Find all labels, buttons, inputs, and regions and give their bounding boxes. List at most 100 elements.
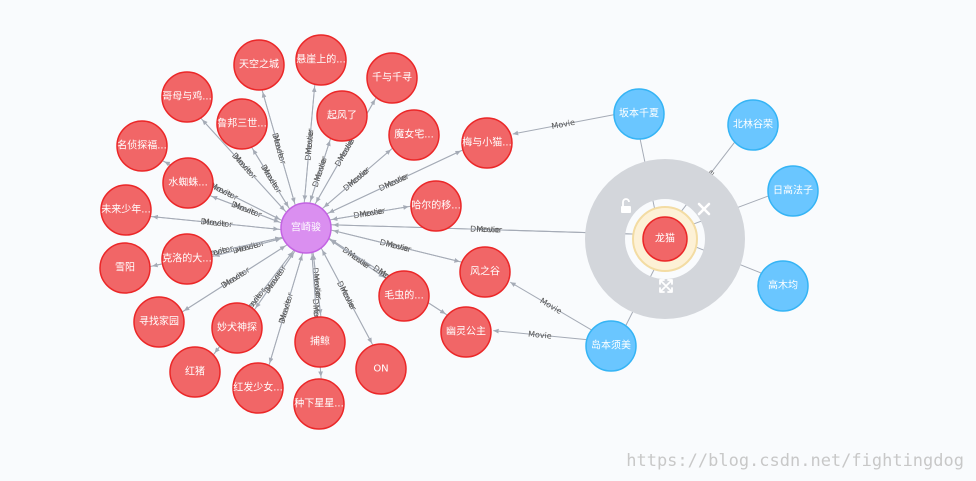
- edge-label: Movie: [271, 134, 286, 159]
- node-label: 宫崎骏: [291, 221, 321, 234]
- movie-node[interactable]: 妙犬神探: [211, 302, 263, 354]
- relationship-edge[interactable]: [254, 252, 295, 310]
- node-circle[interactable]: [461, 117, 513, 169]
- relationship-edge[interactable]: [321, 249, 374, 346]
- movie-node[interactable]: 红发少女...: [232, 362, 284, 414]
- movie-node[interactable]: 名侦探福...: [116, 120, 168, 172]
- node-circle[interactable]: [133, 296, 185, 348]
- movie-node[interactable]: 毛虫的...: [378, 270, 430, 322]
- node-circle[interactable]: [366, 52, 418, 104]
- movie-node[interactable]: 种下星星...: [293, 378, 345, 430]
- node-circle[interactable]: [459, 246, 511, 298]
- relationship-edge[interactable]: [510, 281, 592, 331]
- relationship-edge[interactable]: [311, 254, 322, 317]
- movie-node[interactable]: 哈尔的移...: [410, 180, 462, 232]
- node-circle[interactable]: [440, 306, 492, 358]
- relationship-edge[interactable]: [209, 195, 280, 223]
- movie-node[interactable]: 鲁邦三世...: [216, 98, 268, 150]
- relationship-edge[interactable]: [333, 229, 462, 263]
- node-circle[interactable]: [355, 343, 407, 395]
- node-circle[interactable]: [162, 157, 214, 209]
- director-node[interactable]: 宫崎骏: [280, 202, 332, 254]
- relationship-edge[interactable]: [323, 147, 393, 208]
- movie-node[interactable]: 风之谷: [459, 246, 511, 298]
- node-circle[interactable]: [233, 39, 285, 91]
- node-circle[interactable]: [280, 202, 332, 254]
- node-circle[interactable]: [295, 34, 347, 86]
- person-node[interactable]: 岛本须美: [585, 320, 637, 372]
- relationship-edge[interactable]: [493, 328, 587, 341]
- person-node[interactable]: 北林谷荣: [727, 99, 779, 151]
- relationship-edge[interactable]: [181, 245, 286, 313]
- node-label: ON: [373, 364, 388, 375]
- expand-icon[interactable]: [659, 279, 673, 293]
- relationship-edge[interactable]: [150, 215, 279, 232]
- relationship-edge[interactable]: [212, 237, 282, 258]
- unlock-icon[interactable]: [621, 198, 631, 213]
- node-label: 雪阳: [115, 262, 135, 274]
- node-circle[interactable]: [161, 71, 213, 123]
- relationship-edge[interactable]: [251, 147, 289, 208]
- movie-node[interactable]: 梅与小猫...: [461, 117, 513, 169]
- relationship-edge[interactable]: [331, 205, 411, 222]
- movie-node[interactable]: 起风了: [316, 90, 368, 142]
- node-circle[interactable]: [169, 346, 221, 398]
- relationship-edge[interactable]: [330, 239, 387, 279]
- movie-node[interactable]: 魔女宅...: [388, 109, 440, 161]
- movie-node[interactable]: 千与千寻: [366, 52, 418, 104]
- node-circle[interactable]: [232, 362, 284, 414]
- node-label: 哈尔的移...: [411, 199, 461, 212]
- node-circle[interactable]: [585, 320, 637, 372]
- node-label: 高木均: [768, 279, 798, 292]
- movie-node[interactable]: 雪阳: [99, 242, 151, 294]
- movie-node[interactable]: 天空之城: [233, 39, 285, 91]
- edge-label: Movie: [528, 329, 553, 340]
- node-circle[interactable]: [293, 378, 345, 430]
- relationship-edge[interactable]: [200, 117, 286, 212]
- node-circle[interactable]: [100, 184, 152, 236]
- node-circle[interactable]: [316, 90, 368, 142]
- node-circle[interactable]: [642, 216, 688, 262]
- relationship-edge[interactable]: [309, 138, 332, 202]
- movie-node[interactable]: 悬崖上的...: [295, 34, 347, 86]
- movie-node[interactable]: 捕鲸: [294, 316, 346, 368]
- person-node[interactable]: 坂本千夏: [613, 88, 665, 140]
- node-label: 悬崖上的...: [296, 53, 346, 66]
- node-circle[interactable]: [767, 165, 819, 217]
- edge-label: Movie: [338, 285, 357, 310]
- relationship-edge[interactable]: [261, 89, 296, 204]
- node-circle[interactable]: [99, 242, 151, 294]
- movie-node[interactable]: 哥母与鸡...: [161, 71, 213, 123]
- node-circle[interactable]: [757, 260, 809, 312]
- movie-node[interactable]: 红猪: [169, 346, 221, 398]
- node-circle[interactable]: [116, 120, 168, 172]
- node-circle[interactable]: [388, 109, 440, 161]
- movie-node[interactable]: 幽灵公主: [440, 306, 492, 358]
- node-circle[interactable]: [161, 233, 213, 285]
- node-circle[interactable]: [216, 98, 268, 150]
- relationship-edge[interactable]: [512, 114, 614, 136]
- node-circle[interactable]: [727, 99, 779, 151]
- movie-node[interactable]: 龙猫: [642, 216, 688, 262]
- edge-label: Movie: [221, 269, 246, 289]
- movie-node[interactable]: ON: [355, 343, 407, 395]
- relationship-edge[interactable]: [302, 84, 316, 201]
- person-node[interactable]: 日高法子: [767, 165, 819, 217]
- relationship-edge[interactable]: [328, 149, 463, 214]
- movie-node[interactable]: 未来少年...: [100, 184, 152, 236]
- node-circle[interactable]: [211, 302, 263, 354]
- node-circle[interactable]: [378, 270, 430, 322]
- edge-label: Movie: [304, 130, 315, 154]
- node-label: 妙犬神探: [217, 321, 257, 334]
- node-circle[interactable]: [613, 88, 665, 140]
- person-node[interactable]: 高木均: [757, 260, 809, 312]
- close-icon[interactable]: [697, 202, 711, 216]
- node-circle[interactable]: [294, 316, 346, 368]
- movie-node[interactable]: 克洛的大...: [161, 233, 213, 285]
- node-label: 寻找家园: [139, 315, 179, 328]
- movie-node[interactable]: 寻找家园: [133, 296, 185, 348]
- relationship-edge[interactable]: [268, 254, 303, 366]
- node-circle[interactable]: [410, 180, 462, 232]
- movie-node[interactable]: 水蜘蛛...: [162, 157, 214, 209]
